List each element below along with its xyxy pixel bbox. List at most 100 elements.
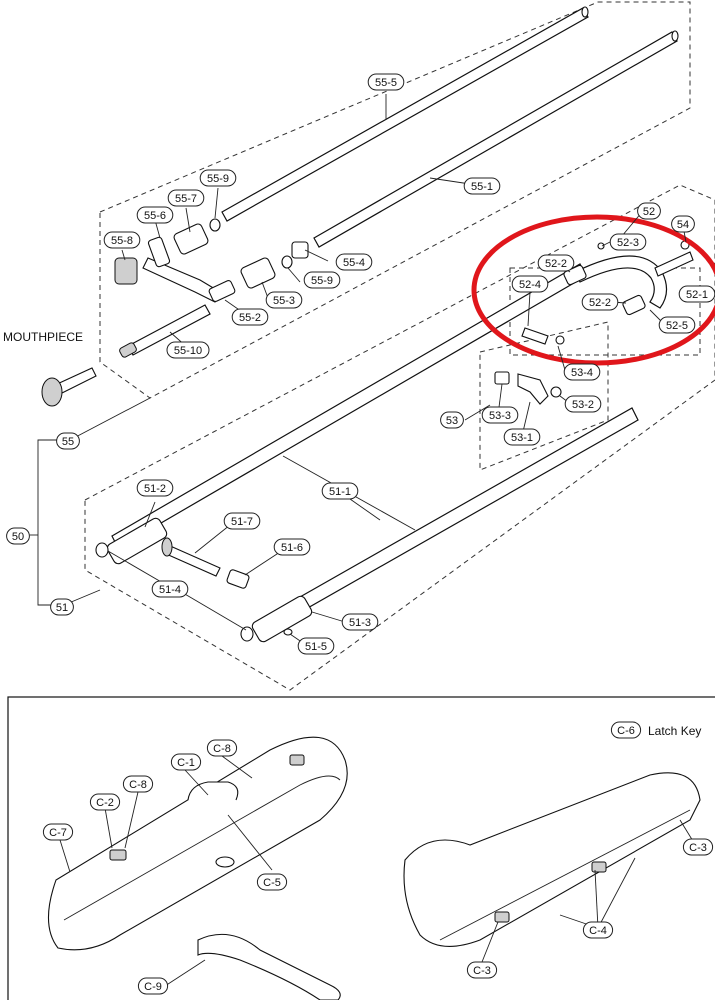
callout-53-3: 53-3	[481, 406, 519, 424]
callout-bubble	[231, 308, 269, 326]
callout-C-9: C-9	[137, 977, 169, 995]
callout-bubble	[256, 873, 288, 891]
callout-bubble	[223, 512, 261, 530]
tube-55-10-cap	[119, 342, 137, 358]
tube-55-1-end	[671, 30, 679, 42]
part-51-5	[283, 628, 293, 636]
callout-label: 55-1	[471, 181, 493, 193]
callout-label: 52-1	[686, 289, 708, 301]
callout-bubble	[341, 613, 379, 631]
callout-label: 52	[643, 206, 655, 218]
callout-52-4: 52-4	[511, 275, 549, 293]
callout-55-5: 55-5	[367, 73, 405, 91]
callout-55-10: 55-10	[166, 341, 210, 359]
callout-C-8a: C-8	[206, 739, 238, 757]
callout-label: 51-2	[144, 483, 166, 495]
strap-body	[197, 933, 341, 1000]
callout-label: C-3	[473, 965, 491, 977]
ring-51-4b	[240, 626, 254, 642]
tube-51-2	[111, 263, 587, 549]
ring-55-9a	[209, 218, 221, 232]
callout-bubble	[265, 291, 303, 309]
callout-bubble	[537, 254, 575, 272]
callout-51-5: 51-5	[297, 637, 335, 655]
callout-label: C-8	[129, 779, 147, 791]
sleeve-51-2	[106, 517, 168, 565]
crook-52-1	[574, 255, 668, 309]
mouthpiece-cup	[41, 377, 63, 407]
callout-54: 54	[671, 215, 695, 233]
callout-bubble	[321, 482, 359, 500]
callout-bubble	[671, 215, 695, 233]
callout-bubble	[303, 271, 341, 289]
lock-53	[494, 335, 565, 405]
callout-bubble	[166, 341, 210, 359]
callout-bubble	[170, 753, 202, 771]
part-52-3	[597, 242, 605, 250]
callout-label: 52-5	[666, 320, 688, 332]
callout-label: 52-2	[589, 297, 611, 309]
case-seam-left	[63, 775, 341, 921]
callout-55-3: 55-3	[265, 291, 303, 309]
ring-51-4a	[95, 542, 109, 558]
part-52-5	[654, 251, 694, 277]
callout-label: 55-9	[311, 275, 333, 287]
tube-55-5	[221, 7, 589, 222]
part-55-7	[173, 223, 209, 255]
case-latch-c2	[109, 849, 127, 861]
callout-55-9a: 55-9	[199, 169, 237, 187]
callout-label: 55-4	[343, 257, 365, 269]
tube-51-1	[255, 407, 639, 635]
part-53-2	[550, 386, 562, 398]
callout-label: 50	[12, 531, 24, 543]
part-51-7	[163, 544, 221, 577]
callout-bubble	[367, 73, 405, 91]
callout-bubble	[511, 275, 549, 293]
callout-label: 55-10	[174, 345, 202, 357]
callout-bubble	[6, 527, 30, 545]
callout-bubble	[463, 177, 501, 195]
callout-label: 51-5	[305, 641, 327, 653]
callout-label: C-6	[617, 725, 635, 737]
callout-bubble	[563, 363, 601, 381]
latch-key-label: Latch Key	[648, 724, 701, 738]
callout-C-7: C-7	[42, 823, 74, 841]
callout-label: 51-6	[281, 542, 303, 554]
callout-bubble	[273, 538, 311, 556]
callout-bubble	[582, 921, 614, 939]
callout-55-7: 55-7	[167, 189, 205, 207]
callout-C-5: C-5	[256, 873, 288, 891]
part-55-2	[208, 280, 236, 302]
callout-C-3a: C-3	[682, 838, 714, 856]
part-53-1	[517, 373, 549, 405]
callout-53: 53	[440, 411, 464, 429]
callout-51-1: 51-1	[321, 482, 359, 500]
callout-bubble	[206, 739, 238, 757]
case-panel-frame	[7, 696, 715, 1000]
callout-bubble	[42, 823, 74, 841]
callout-bubble	[89, 793, 121, 811]
callout-label: C-3	[689, 842, 707, 854]
callout-bubble	[564, 395, 602, 413]
crook-55-6	[142, 257, 221, 303]
callout-label: 53-3	[489, 410, 511, 422]
case-latch-c4	[591, 861, 607, 873]
callout-bubble	[151, 580, 189, 598]
callout-bubble	[610, 721, 642, 739]
callout-label: 55-5	[375, 77, 397, 89]
callout-C-8b: C-8	[122, 775, 154, 793]
callout-55: 55	[56, 432, 80, 450]
callout-51-7: 51-7	[223, 512, 261, 530]
callout-bubble	[609, 233, 647, 251]
callout-label: 51-3	[349, 617, 371, 629]
callout-label: 52-2	[545, 258, 567, 270]
callout-label: C-1	[177, 757, 195, 769]
shoulder-strap	[197, 933, 341, 1000]
callout-label: 52-4	[519, 279, 541, 291]
callout-55-1: 55-1	[463, 177, 501, 195]
callout-label: 55-9	[207, 173, 229, 185]
part-53-3	[494, 371, 510, 385]
highlight-ellipse	[471, 214, 715, 366]
crook-55-6-socket	[147, 236, 171, 268]
